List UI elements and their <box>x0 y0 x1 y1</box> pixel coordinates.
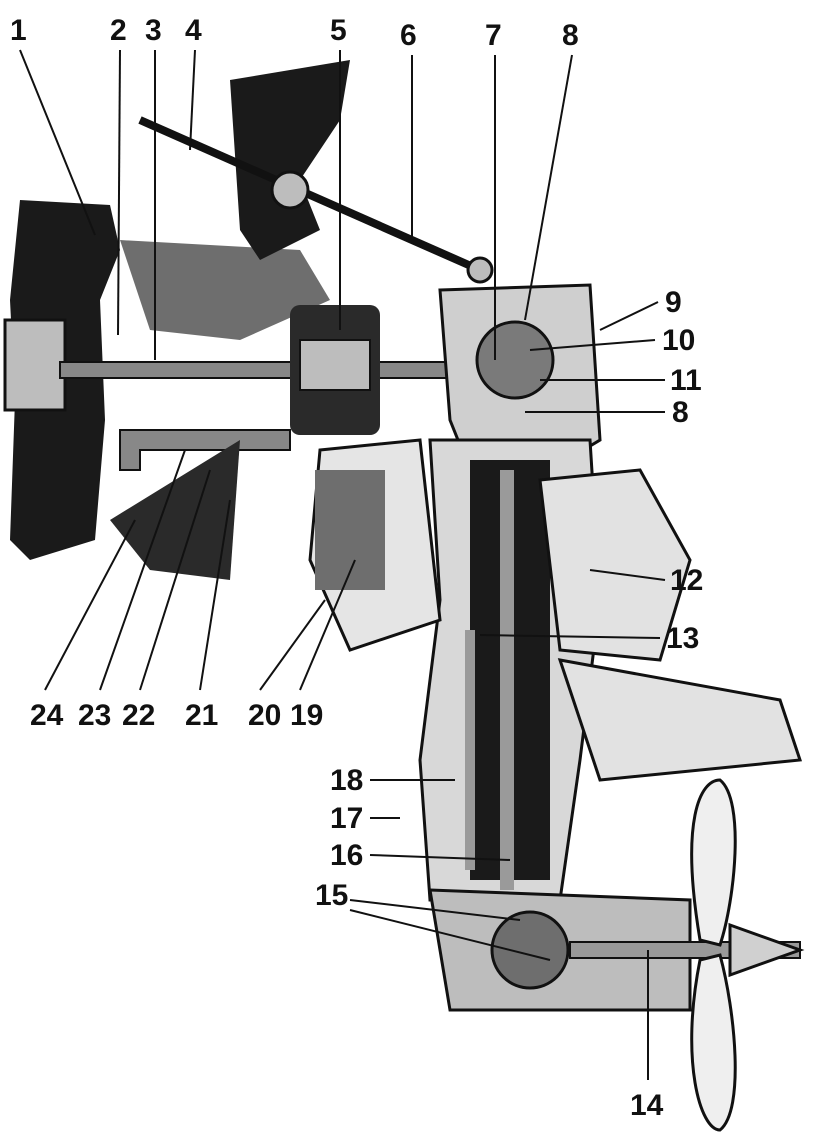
callout-7: 7 <box>485 19 502 52</box>
callout-23: 23 <box>78 699 111 732</box>
callout-6: 6 <box>400 19 417 52</box>
leader-19 <box>299 559 356 691</box>
callout-16: 16 <box>330 839 363 872</box>
exhaust-pipe <box>119 429 291 471</box>
leader-21 <box>199 499 231 691</box>
leader-16 <box>369 854 511 861</box>
shift-rod <box>138 116 482 274</box>
leader-22 <box>139 469 211 691</box>
callout-11: 11 <box>670 364 702 397</box>
lower-bevel-gear <box>490 910 570 990</box>
shift-shaft <box>465 630 475 870</box>
leader-15b <box>349 909 551 961</box>
propeller-blade-upper <box>690 778 737 947</box>
leader-24 <box>44 519 136 691</box>
leader-2 <box>117 49 121 336</box>
leader-4 <box>189 49 196 151</box>
anti-cavitation-plate <box>538 468 692 662</box>
leader-1 <box>19 49 96 236</box>
rod-ball-joint <box>270 170 310 210</box>
callout-2: 2 <box>110 14 127 47</box>
callout-5: 5 <box>330 14 347 47</box>
callout-8-right: 8 <box>672 396 689 429</box>
callout-13: 13 <box>666 622 699 655</box>
callout-15: 15 <box>315 879 348 912</box>
callout-19: 19 <box>290 699 323 732</box>
leader-8a <box>524 54 573 321</box>
callout-numbers: 1 2 3 4 5 6 7 8 9 10 11 8 12 13 14 15 16… <box>10 14 703 1122</box>
callout-20: 20 <box>248 699 281 732</box>
callout-24: 24 <box>30 699 64 732</box>
leader-lines <box>19 49 666 1080</box>
propeller-blade-lower <box>690 953 737 1132</box>
callout-17: 17 <box>330 802 363 835</box>
transom-mount <box>120 240 330 340</box>
callout-14: 14 <box>630 1089 664 1122</box>
callout-9: 9 <box>665 286 682 319</box>
callout-18: 18 <box>330 764 363 797</box>
leader-10 <box>529 339 656 351</box>
leader-12 <box>589 569 666 581</box>
leader-9 <box>599 301 659 331</box>
upper-bracket <box>230 60 350 260</box>
drive-illustration <box>3 60 805 1132</box>
callout-4: 4 <box>185 14 202 47</box>
rod-end-joint <box>466 256 494 284</box>
callout-10: 10 <box>662 324 695 357</box>
leader-20 <box>259 599 326 691</box>
leader-23 <box>99 449 186 691</box>
callout-3: 3 <box>145 14 162 47</box>
callout-8-top: 8 <box>562 19 579 52</box>
upper-bevel-gear <box>475 320 555 400</box>
uj-bearing <box>299 339 371 391</box>
callout-22: 22 <box>122 699 155 732</box>
propeller-hub-cone <box>728 922 805 978</box>
leg-fin <box>557 658 803 782</box>
leader-13 <box>479 634 661 639</box>
callout-21: 21 <box>185 699 218 732</box>
vertical-driveshaft <box>500 470 514 890</box>
leader-15a <box>349 899 521 921</box>
flywheel-flange <box>3 318 67 412</box>
callout-1: 1 <box>10 14 27 47</box>
input-shaft <box>59 361 501 379</box>
callout-12: 12 <box>670 564 703 597</box>
